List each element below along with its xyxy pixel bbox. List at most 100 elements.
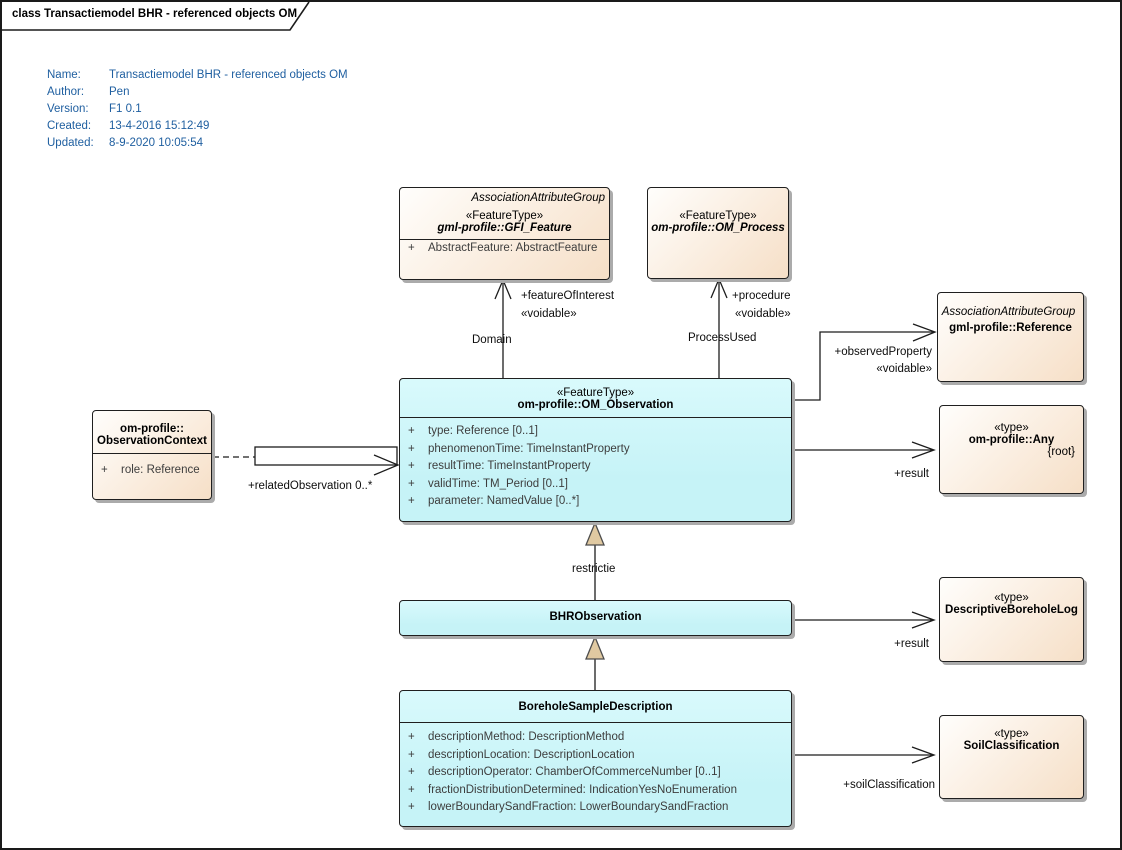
meta-label: Updated:: [47, 137, 94, 149]
stereotype-label: «FeatureType»: [679, 210, 757, 222]
meta-row-version: Version: F1 0.1: [47, 101, 348, 118]
class-bhr-observation[interactable]: BHRObservation: [399, 600, 792, 636]
class-name: DescriptiveBoreholeLog: [945, 604, 1078, 616]
class-name: om-profile::OM_Process: [651, 222, 785, 234]
class-om-observation[interactable]: «FeatureType» om-profile::OM_Observation…: [399, 378, 792, 522]
class-om-process[interactable]: «FeatureType» om-profile::OM_Process: [647, 187, 789, 279]
attribute-text: fractionDistributionDetermined: Indicati…: [428, 783, 737, 796]
class-name: BoreholeSampleDescription: [518, 701, 673, 713]
attribute-row: + role: Reference: [93, 462, 211, 480]
class-name: om-profile::OM_Observation: [517, 399, 674, 411]
stereotype-label: «type»: [994, 592, 1029, 604]
attribute-text: descriptionMethod: DescriptionMethod: [428, 731, 625, 743]
attribute-row: + descriptionLocation: DescriptionLocati…: [400, 747, 791, 765]
stereotype-label-voidable: «voidable»: [735, 308, 791, 320]
attribute-compartment: + AbstractFeature: AbstractFeature: [400, 240, 609, 258]
attribute-row: + descriptionOperator: ChamberOfCommerce…: [400, 764, 791, 782]
visibility: +: [408, 801, 415, 813]
class-name: gml-profile::GFI_Feature: [437, 222, 572, 234]
meta-label: Name:: [47, 69, 81, 81]
role-label-feature-of-interest: +featureOfInterest: [521, 290, 615, 302]
generalization-triangle: [585, 521, 605, 546]
visibility: +: [408, 766, 415, 778]
stereotype-label-voidable: «voidable»: [876, 363, 932, 375]
diagram-tab-outline: [2, 2, 310, 31]
compartment-separator: [400, 722, 791, 723]
connector-observedproperty-line: [792, 331, 934, 401]
meta-value: F1 0.1: [109, 103, 142, 115]
attribute-compartment: + type: Reference [0..1] + phenomenonTim…: [400, 418, 791, 511]
association-name-processused: ProcessUsed: [688, 332, 757, 344]
attribute-row: + validTime: TM_Period [0..1]: [400, 476, 791, 494]
open-arrowhead: [494, 278, 512, 300]
compartment-separator: [93, 453, 211, 454]
attribute-row: + lowerBoundarySandFraction: LowerBounda…: [400, 799, 791, 817]
visibility: +: [101, 464, 108, 476]
class-name-line1: om-profile::: [120, 423, 184, 435]
class-soil-classification[interactable]: «type» SoilClassification: [939, 715, 1084, 799]
generalization-triangle: [585, 635, 605, 660]
meta-row-name: Name: Transactiemodel BHR - referenced o…: [47, 67, 348, 84]
class-descriptive-borehole-log[interactable]: «type» DescriptiveBoreholeLog: [939, 577, 1084, 662]
meta-value: 8-9-2020 10:05:54: [109, 137, 203, 149]
group-label: AssociationAttributeGroup: [471, 192, 605, 204]
meta-row-author: Author: Pen: [47, 84, 348, 101]
meta-label: Version:: [47, 103, 89, 115]
open-arrowhead: [911, 611, 936, 629]
class-borehole-sample-description[interactable]: BoreholeSampleDescription + descriptionM…: [399, 690, 792, 827]
class-om-any[interactable]: «type» om-profile::Any {root}: [939, 405, 1084, 494]
open-arrowhead: [710, 277, 728, 299]
attribute-row: + type: Reference [0..1]: [400, 423, 791, 441]
visibility: +: [408, 495, 415, 507]
attribute-compartment: + descriptionMethod: DescriptionMethod +…: [400, 723, 791, 817]
class-name: BHRObservation: [549, 611, 642, 623]
visibility: +: [408, 242, 415, 254]
meta-value: 13-4-2016 15:12:49: [109, 120, 210, 132]
attribute-text: descriptionOperator: ChamberOfCommerceNu…: [428, 766, 721, 778]
role-label-procedure: +procedure: [732, 290, 791, 302]
visibility: +: [408, 442, 415, 455]
visibility: +: [408, 748, 415, 761]
open-arrowhead: [373, 454, 400, 476]
diagram-title-tab: class Transactiemodel BHR - referenced o…: [12, 8, 298, 20]
open-arrowhead: [912, 323, 937, 342]
compartment-separator: [400, 417, 791, 418]
attribute-text: role: Reference: [121, 464, 200, 476]
attribute-row: + parameter: NamedValue [0..*]: [400, 493, 791, 511]
attribute-text: AbstractFeature: AbstractFeature: [428, 242, 598, 254]
attribute-text: parameter: NamedValue [0..*]: [428, 495, 580, 507]
role-label-result: +result: [894, 468, 929, 480]
stereotype-label: «type»: [994, 422, 1029, 434]
class-observation-context[interactable]: om-profile:: ObservationContext + role: …: [92, 410, 212, 500]
attribute-text: descriptionLocation: DescriptionLocation: [428, 748, 635, 761]
attribute-text: type: Reference [0..1]: [428, 425, 538, 437]
attribute-text: resultTime: TimeInstantProperty: [428, 460, 591, 472]
meta-value: Transactiemodel BHR - referenced objects…: [109, 69, 348, 81]
visibility: +: [408, 460, 415, 472]
class-name: om-profile::Any: [968, 434, 1055, 446]
attribute-row: + AbstractFeature: AbstractFeature: [400, 240, 609, 258]
meta-label: Author:: [47, 86, 85, 98]
attribute-row: + resultTime: TimeInstantProperty: [400, 458, 791, 476]
attribute-row: + descriptionMethod: DescriptionMethod: [400, 729, 791, 747]
meta-value: Pen: [109, 86, 130, 98]
stereotype-label: «FeatureType»: [465, 210, 544, 222]
generalization-label-restrictie: restrictie: [572, 563, 616, 575]
role-label-related-observation: +relatedObservation 0..*: [248, 480, 373, 492]
stereotype-label: «FeatureType»: [556, 387, 635, 399]
attribute-row: + phenomenonTime: TimeInstantProperty: [400, 441, 791, 459]
visibility: +: [408, 425, 415, 437]
attribute-text: phenomenonTime: TimeInstantProperty: [428, 442, 630, 455]
open-arrowhead: [911, 746, 936, 764]
role-label-result2: +result: [894, 638, 929, 650]
class-gml-reference[interactable]: AssociationAttributeGroup gml-profile::R…: [937, 292, 1084, 382]
meta-label: Created:: [47, 120, 92, 132]
class-name: SoilClassification: [963, 740, 1060, 752]
class-gfi-feature[interactable]: AssociationAttributeGroup «FeatureType» …: [399, 187, 610, 280]
attribute-compartment: + role: Reference: [93, 454, 211, 480]
role-label-observed-property: +observedProperty: [834, 346, 933, 358]
stereotype-label: «type»: [994, 728, 1029, 740]
visibility: +: [408, 783, 415, 796]
